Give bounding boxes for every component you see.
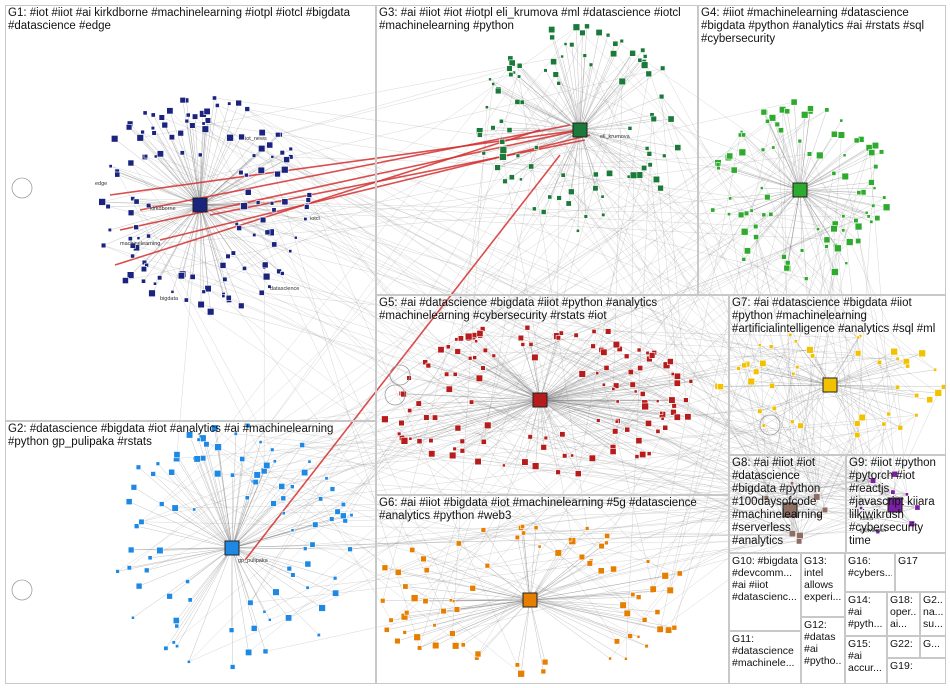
group-box-g8: G8: #ai #iiot #iot #datascience #bigdata… [729, 455, 846, 553]
group-box-g10: G10: #bigdata #devcomm... #ai #iiot #dat… [729, 553, 801, 631]
group-box-g14: G14: #ai #pyth... [845, 592, 887, 636]
group-box-g1: G1: #iot #iiot #ai kirkdborne #machinele… [5, 5, 376, 421]
group-box-g12: G12: #datas #ai #pytho... [801, 617, 845, 684]
group-label-g16: G16: #cybers... [848, 555, 892, 579]
group-label-g10: G10: #bigdata #devcomm... #ai #iiot #dat… [732, 555, 798, 603]
group-box-g9: G9: #iiot #python #pytorch #iot #reactjs… [846, 455, 946, 553]
group-box-g3: G3: #ai #iiot #iot #iotpl eli_krumova #m… [376, 5, 698, 295]
group-box-g5: G5: #ai #datascience #bigdata #iiot #pyt… [376, 295, 729, 495]
group-label-g17: G17 [898, 555, 943, 567]
group-box-g11: G11: #datascience #machinele... [729, 631, 801, 684]
group-label-g20: G2... na... su... [923, 594, 943, 630]
group-label-g2: G2: #datascience #bigdata #iot #analytic… [8, 423, 373, 449]
group-label-g15: G15: #ai accur... [848, 638, 884, 674]
group-box-g23: G... [920, 636, 946, 658]
group-label-g8: G8: #ai #iiot #iot #datascience #bigdata… [732, 457, 843, 548]
group-box-g13: G13: intel allows experi... [801, 553, 845, 617]
group-label-g22: G22: [890, 638, 917, 650]
group-label-g13: G13: intel allows experi... [804, 555, 842, 603]
group-label-g23: G... [923, 638, 943, 650]
group-box-g22: G22: [887, 636, 920, 658]
group-box-g16: G16: #cybers... [845, 553, 895, 592]
group-label-g3: G3: #ai #iiot #iot #iotpl eli_krumova #m… [379, 7, 695, 33]
group-box-g6: G6: #ai #iiot #bigdata #iot #machinelear… [376, 495, 729, 684]
group-label-g7: G7: #ai #datascience #bigdata #iiot #pyt… [732, 297, 943, 336]
group-box-g20: G2... na... su... [920, 592, 946, 636]
group-box-g18: G18: oper... ai... [887, 592, 920, 636]
group-label-g12: G12: #datas #ai #pytho... [804, 619, 842, 667]
group-label-g5: G5: #ai #datascience #bigdata #iiot #pyt… [379, 297, 726, 323]
group-label-g4: G4: #iiot #machinelearning #datascience … [701, 7, 943, 46]
group-label-g6: G6: #ai #iiot #bigdata #iot #machinelear… [379, 497, 726, 523]
group-label-g14: G14: #ai #pyth... [848, 594, 884, 630]
group-label-g1: G1: #iot #iiot #ai kirkdborne #machinele… [8, 7, 373, 33]
group-box-g17: G17 [895, 553, 946, 592]
group-box-g2: G2: #datascience #bigdata #iot #analytic… [5, 421, 376, 684]
group-label-g9: G9: #iiot #python #pytorch #iot #reactjs… [849, 457, 943, 548]
group-box-g19: G19: [887, 658, 946, 684]
group-label-g18: G18: oper... ai... [890, 594, 917, 630]
group-box-g7: G7: #ai #datascience #bigdata #iiot #pyt… [729, 295, 946, 455]
group-box-g15: G15: #ai accur... [845, 636, 887, 684]
group-box-g4: G4: #iiot #machinelearning #datascience … [698, 5, 946, 295]
group-label-g11: G11: #datascience #machinele... [732, 633, 798, 669]
group-label-g19: G19: [890, 660, 943, 672]
